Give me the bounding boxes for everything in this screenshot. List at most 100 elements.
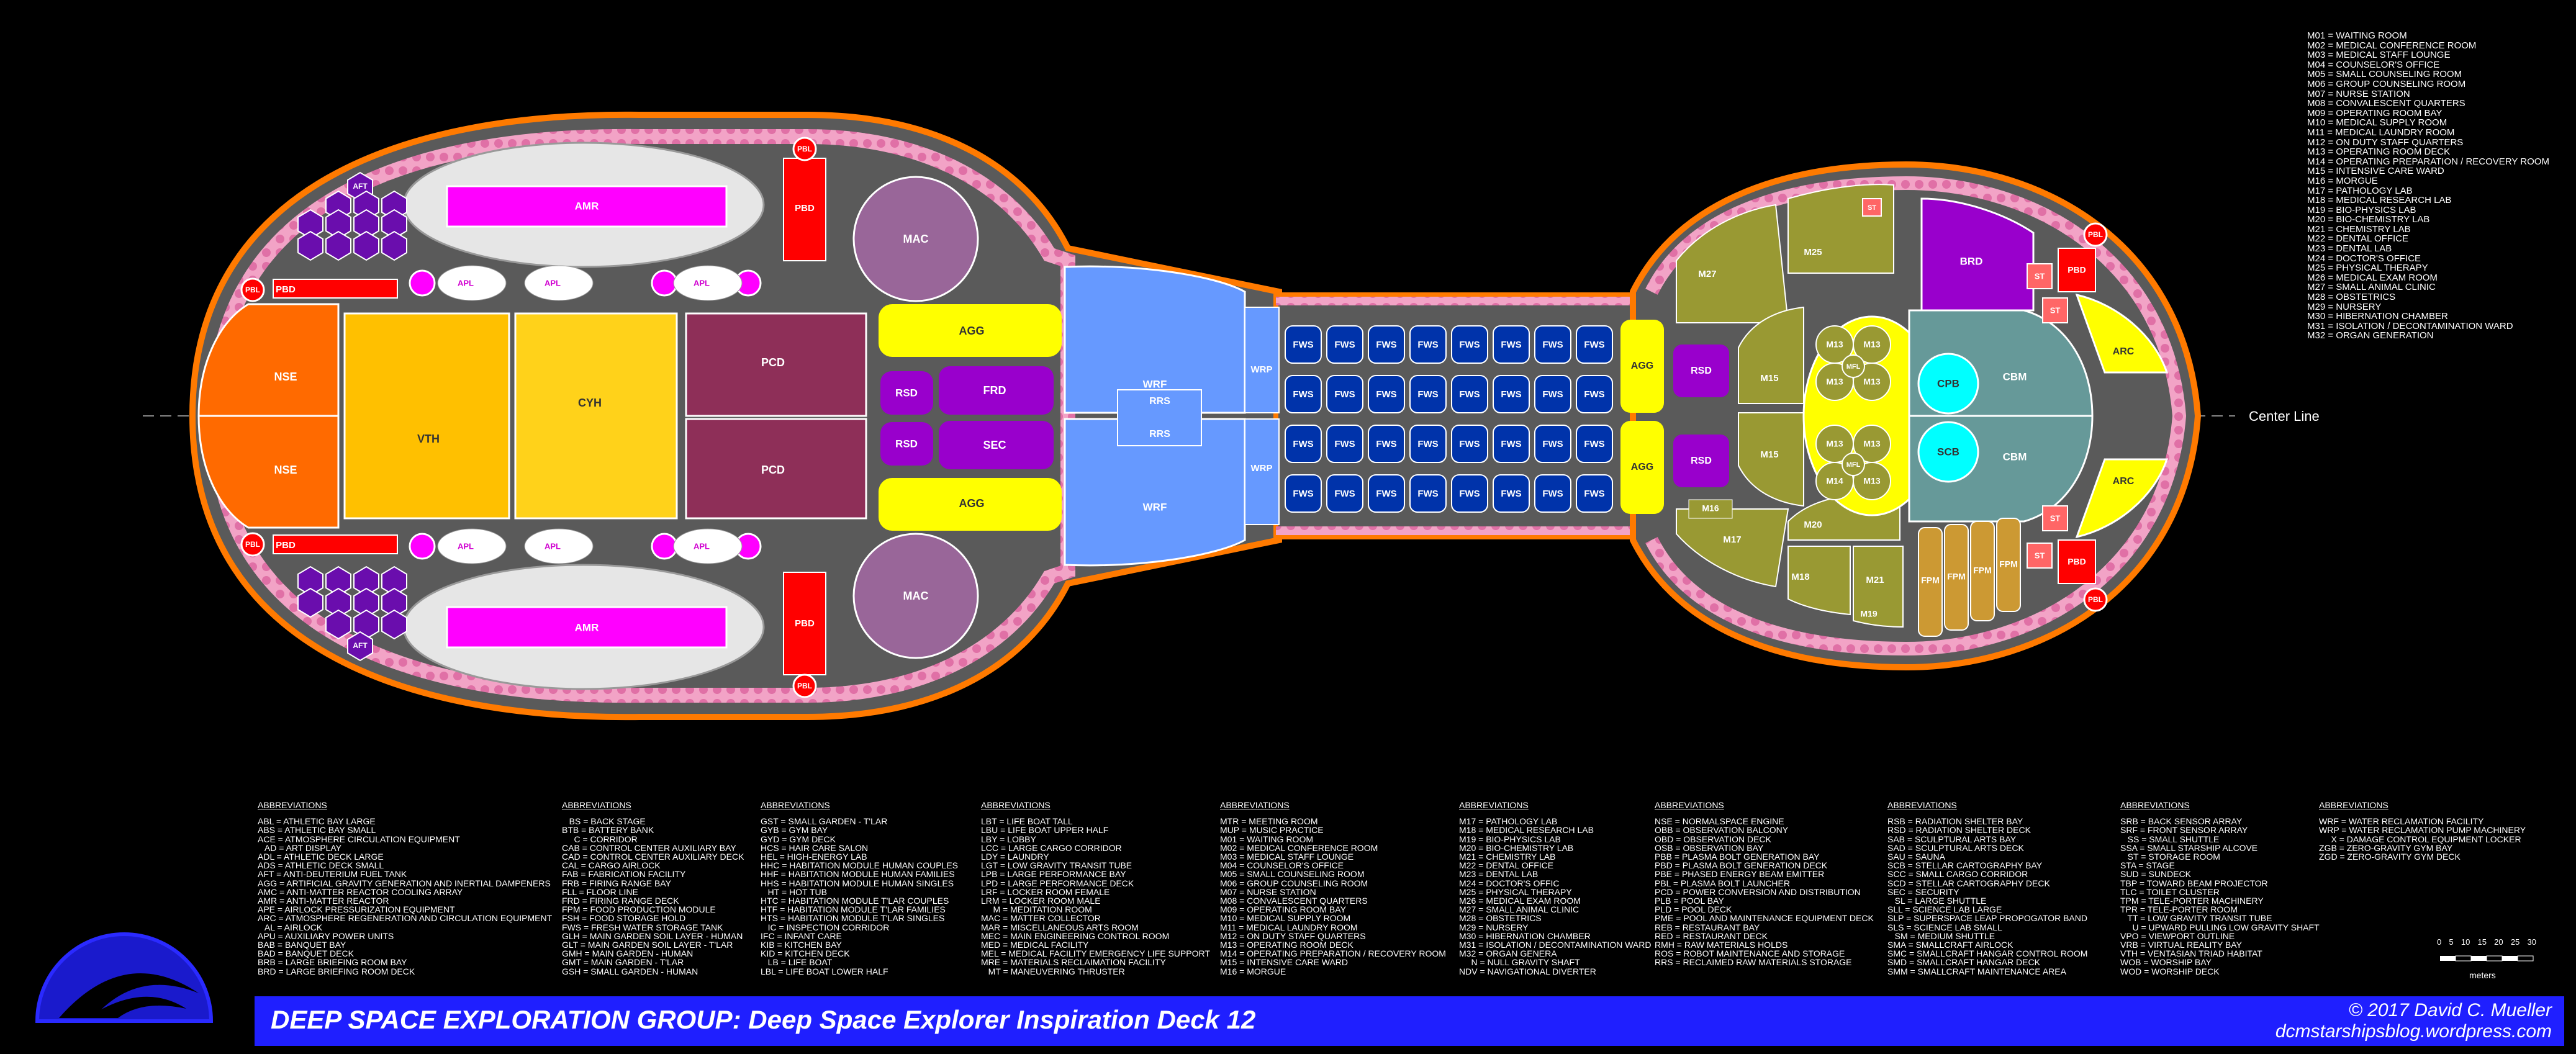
- label-fws: FWS: [1376, 389, 1396, 400]
- abbreviation-entry: SAD = SCULPTURAL ARTS DECK: [1887, 842, 2024, 853]
- room-fws: [1409, 325, 1447, 364]
- label-fws: FWS: [1542, 389, 1563, 400]
- label-st-3: ST: [2050, 513, 2061, 523]
- abbreviation-entry: HCS = HAIR CARE SALON: [761, 842, 869, 853]
- label-arc-upper: ARC: [2113, 346, 2135, 357]
- abbreviation-entry: PLB = POOL BAY: [1655, 896, 1724, 906]
- room-nse-upper: [197, 303, 340, 417]
- label-m27: M27: [1698, 269, 1716, 279]
- label-fws: FWS: [1417, 389, 1438, 400]
- room-arc-upper: [2075, 293, 2169, 374]
- label-fws: FWS: [1376, 340, 1396, 350]
- abbreviation-entry: MED = MEDICAL FACILITY: [981, 940, 1089, 950]
- abbreviation-entry: M02 = MEDICAL CONFERENCE ROOM: [1220, 842, 1378, 853]
- abbreviation-entry: SEC = SECURITY: [1887, 886, 1959, 897]
- abbreviation-entry: M19 = BIO-PHYSICS LAB: [1459, 834, 1561, 844]
- label-m25: M25: [1804, 247, 1822, 258]
- abbreviation-entry: FRB = FIRING RANGE BAY: [562, 878, 671, 888]
- abbreviation-entry: BRB = LARGE BRIEFING ROOM BAY: [258, 957, 407, 968]
- label-fpm-3: FPM: [1973, 565, 1992, 575]
- label-fws: FWS: [1334, 489, 1355, 499]
- abbreviation-entry: VRB = VIRTUAL REALITY BAY: [2120, 940, 2242, 950]
- medical-legend-item: M15 = INTENSIVE CARE WARD: [2307, 166, 2444, 177]
- room-fws: [1451, 325, 1488, 364]
- label-fws: FWS: [1376, 439, 1396, 449]
- label-apl-lower-1: APL: [458, 541, 474, 551]
- abbreviation-entry: TT = LOW GRAVITY TRANSIT TUBE: [2120, 913, 2272, 924]
- abbreviation-entry: GLT = MAIN GARDEN SOIL LAYER - T'LAR: [562, 940, 733, 950]
- medical-legend-item: M31 = ISOLATION / DECONTAMINATION WARD: [2307, 320, 2513, 331]
- label-fws: FWS: [1459, 439, 1480, 449]
- label-fws: FWS: [1542, 340, 1563, 350]
- label-scb: SCB: [1937, 446, 1959, 457]
- scale-tick-label: 15: [2477, 937, 2487, 947]
- abbreviation-entry: HTF = HABITATION MODULE T'LAR FAMILIES: [761, 904, 946, 915]
- abbreviation-entry: TPR = TELE-PORTER ROOM: [2120, 904, 2238, 915]
- room-rrs: [1117, 389, 1202, 446]
- abbreviation-entry: SM = MEDIUM SHUTTLE: [1887, 930, 1995, 941]
- abbreviation-entry: ROS = ROBOT MAINTENANCE AND STORAGE: [1655, 948, 1845, 959]
- room-fws: [1493, 425, 1530, 463]
- label-agg-lower: AGG: [959, 497, 984, 510]
- label-rsd-2: RSD: [895, 438, 918, 449]
- room-cpb: [1917, 353, 1979, 415]
- abbreviation-entry: STA = STAGE: [2120, 860, 2175, 871]
- abbreviation-entry: AL = AIRLOCK: [258, 922, 323, 932]
- abbreviation-entry: SL = LARGE SHUTTLE: [1887, 896, 1987, 906]
- abbreviation-entry: FAB = FABRICATION FACILITY: [562, 869, 686, 880]
- medical-legend-item: M09 = OPERATING ROOM BAY: [2307, 107, 2443, 119]
- abbreviation-entry: HT = HOT TUB: [761, 886, 827, 897]
- label-st-5: ST: [1868, 204, 1876, 212]
- abbreviation-entry: BS = BACK STAGE: [562, 816, 646, 827]
- label-m13-1: M13: [1826, 340, 1843, 349]
- room-agg-upper: [879, 304, 1062, 357]
- abbreviation-entry: ACE = ATMOSPHERE CIRCULATION EQUIPMENT: [258, 834, 460, 844]
- abbreviation-entry: M25 = PHYSICAL THERAPY: [1459, 886, 1572, 897]
- label-fws: FWS: [1459, 489, 1480, 499]
- abbreviation-entry: GSH = SMALL GARDEN - HUMAN: [562, 966, 698, 976]
- label-fws: FWS: [1293, 389, 1313, 400]
- label-fws: FWS: [1459, 389, 1480, 400]
- abbreviations-heading: ABBREVIATIONS: [761, 800, 830, 810]
- abbreviation-entry: RSB = RADIATION SHELTER BAY: [1887, 816, 2023, 827]
- room-pbd-aft-lower: [2058, 539, 2096, 584]
- label-m13-6: M13: [1863, 439, 1880, 449]
- label-rrs-2: RRS: [1149, 429, 1170, 439]
- label-fws: FWS: [1293, 489, 1313, 499]
- label-fpm-1: FPM: [1921, 575, 1940, 585]
- medical-legend-item: M10 = MEDICAL SUPPLY ROOM: [2307, 117, 2447, 128]
- abbreviation-entry: GMT = MAIN GARDEN - T'LAR: [562, 957, 684, 968]
- abbreviations-heading: ABBREVIATIONS: [1887, 800, 1957, 810]
- apl-lower-group: [409, 528, 762, 564]
- abbreviation-entry: NDV = NAVIGATIONAL DIVERTER: [1459, 966, 1596, 976]
- room-vth: [343, 312, 510, 520]
- label-fws: FWS: [1584, 340, 1604, 350]
- room-rsd-aft-upper: [1673, 345, 1729, 397]
- label-cyh: CYH: [578, 397, 602, 409]
- website: dcmstarshipsblog.wordpress.com: [2275, 1021, 2552, 1042]
- label-frd: FRD: [983, 384, 1006, 397]
- label-mac-lower: MAC: [903, 590, 929, 602]
- medical-legend-item: M11 = MEDICAL LAUNDRY ROOM: [2307, 127, 2455, 138]
- abbreviation-entry: FRD = FIRING RANGE DECK: [562, 896, 679, 906]
- label-fws: FWS: [1501, 340, 1521, 350]
- abbreviation-entry: LRM = LOCKER ROOM MALE: [981, 896, 1101, 906]
- room-fws: [1368, 474, 1405, 513]
- abbreviation-entry: M24 = DOCTOR'S OFFIC: [1459, 878, 1560, 888]
- abbreviation-entry: M31 = ISOLATION / DECONTAMINATION WARD: [1459, 940, 1652, 950]
- credits: © 2017 David C. Mueller dcmstarshipsblog…: [2275, 1000, 2552, 1042]
- label-m21: M21: [1866, 575, 1884, 585]
- abbreviation-entry: LBL = LIFE BOAT LOWER HALF: [761, 966, 888, 976]
- abbreviation-entry: LBY = LOBBY: [981, 834, 1036, 844]
- abbreviation-entry: PBE = PHASED ENERGY BEAM EMITTER: [1655, 869, 1825, 880]
- abbreviations-heading: ABBREVIATIONS: [1655, 800, 1724, 810]
- abbreviation-entry: MT = MANEUVERING THRUSTER: [981, 966, 1125, 976]
- label-fws: FWS: [1293, 439, 1313, 449]
- label-fpm-4: FPM: [1999, 559, 2018, 569]
- room-fws: [1285, 425, 1322, 463]
- label-fpm-2: FPM: [1947, 572, 1966, 582]
- label-apl-lower-3: APL: [694, 541, 710, 551]
